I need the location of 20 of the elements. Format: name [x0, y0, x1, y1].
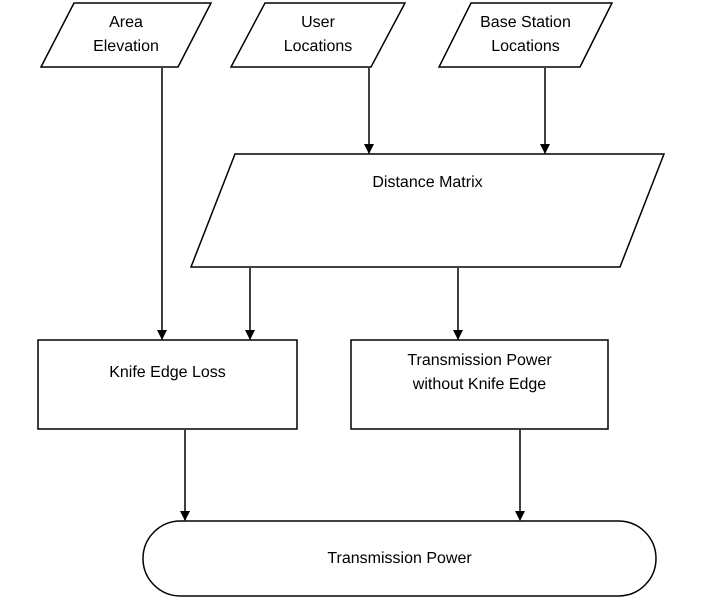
node-label: Area Elevation	[92, 13, 160, 57]
arrow	[540, 68, 550, 154]
process-box	[37, 339, 298, 430]
node-label: Transmission Power	[327, 548, 472, 568]
arrow	[364, 68, 374, 154]
node-label: Distance Matrix	[372, 172, 483, 192]
node-label: Transmission Power without Knife Edge	[406, 350, 553, 394]
arrow	[515, 430, 525, 521]
process-box	[350, 339, 609, 430]
node-label: Base Station Locations	[479, 13, 572, 57]
data-parallelogram	[190, 153, 665, 268]
arrow	[157, 68, 167, 340]
arrow	[180, 430, 190, 521]
data-parallelogram	[230, 2, 406, 68]
data-parallelogram	[40, 2, 212, 68]
data-parallelogram	[438, 2, 613, 68]
arrow	[245, 268, 255, 340]
node-label: User Locations	[282, 13, 354, 57]
arrow	[453, 268, 463, 340]
node-label: Knife Edge Loss	[109, 362, 226, 382]
